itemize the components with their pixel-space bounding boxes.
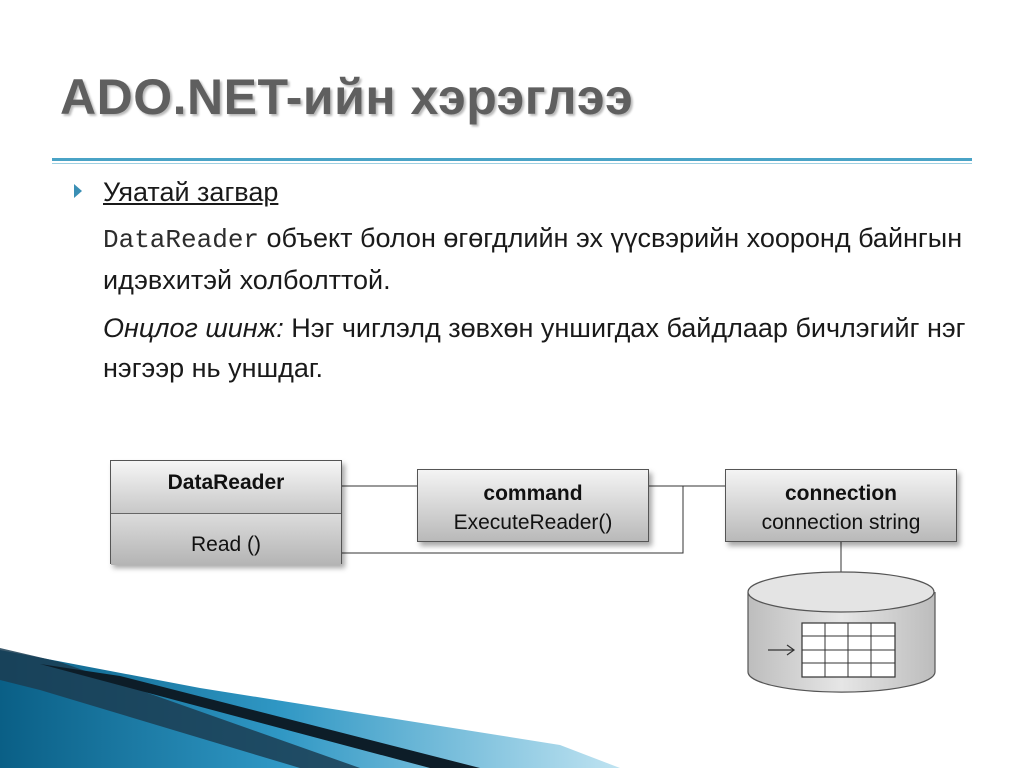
slide-title: ADO.NET-ийн хэрэглээ: [60, 69, 634, 125]
slide-content: Уяатай загвар DataReader объект болон өг…: [103, 172, 973, 388]
datareader-header: DataReader: [111, 461, 341, 514]
connection-name: connection: [784, 482, 897, 505]
command-box: command ExecuteReader(): [417, 469, 649, 542]
feature-text: Нэг чиглэлд зөвхөн уншигдах байдлаар бич…: [103, 313, 966, 383]
connection-box: connection connection string: [725, 469, 957, 542]
code-datareader: DataReader: [103, 225, 260, 255]
feature-label: Онцлог шинж:: [103, 313, 284, 343]
datareader-class-box: DataReader Read (): [110, 460, 342, 565]
title-divider-thin: [52, 163, 972, 164]
datareader-method: Read (): [190, 533, 262, 556]
paragraph-datareader-text: объект болон өгөгдлийн эх үүсвэрийн хоор…: [103, 223, 963, 295]
datareader-name: DataReader: [167, 471, 285, 494]
command-name: command: [483, 482, 583, 505]
title-divider: [52, 158, 972, 161]
connection-detail: connection string: [761, 511, 921, 534]
command-method: ExecuteReader(): [453, 511, 613, 534]
bullet-arrow-icon: [74, 184, 82, 198]
datareader-method-section: Read (): [111, 514, 341, 565]
bullet-heading: Уяатай загвар: [103, 177, 279, 207]
paragraph-feature: Онцлог шинж: Нэг чиглэлд зөвхөн уншигдах…: [103, 308, 973, 388]
paragraph-datareader: DataReader объект болон өгөгдлийн эх үүс…: [103, 218, 973, 300]
